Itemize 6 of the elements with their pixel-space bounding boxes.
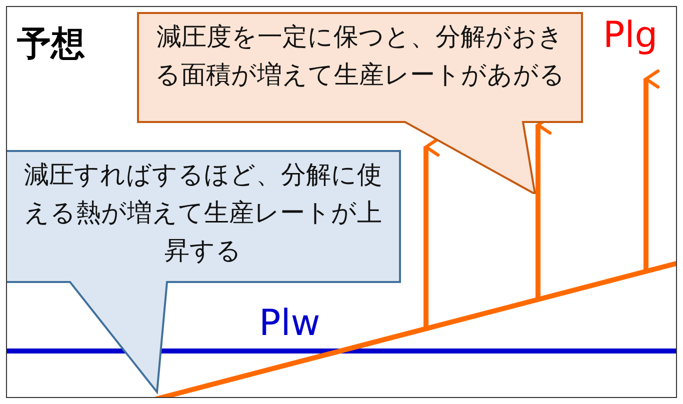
- title: 予想: [17, 23, 85, 66]
- series-label: Plg: [603, 15, 658, 56]
- speech-bubble: [7, 150, 403, 394]
- callout-text: 減圧すればするほど、分解に使える熱が増えて生産レートが上昇する: [23, 159, 383, 267]
- callout-text: 減圧度を一定に保つと、分解がおきる面積が増えて生産レートがあがる: [154, 21, 566, 91]
- series-label: Plw: [259, 303, 320, 344]
